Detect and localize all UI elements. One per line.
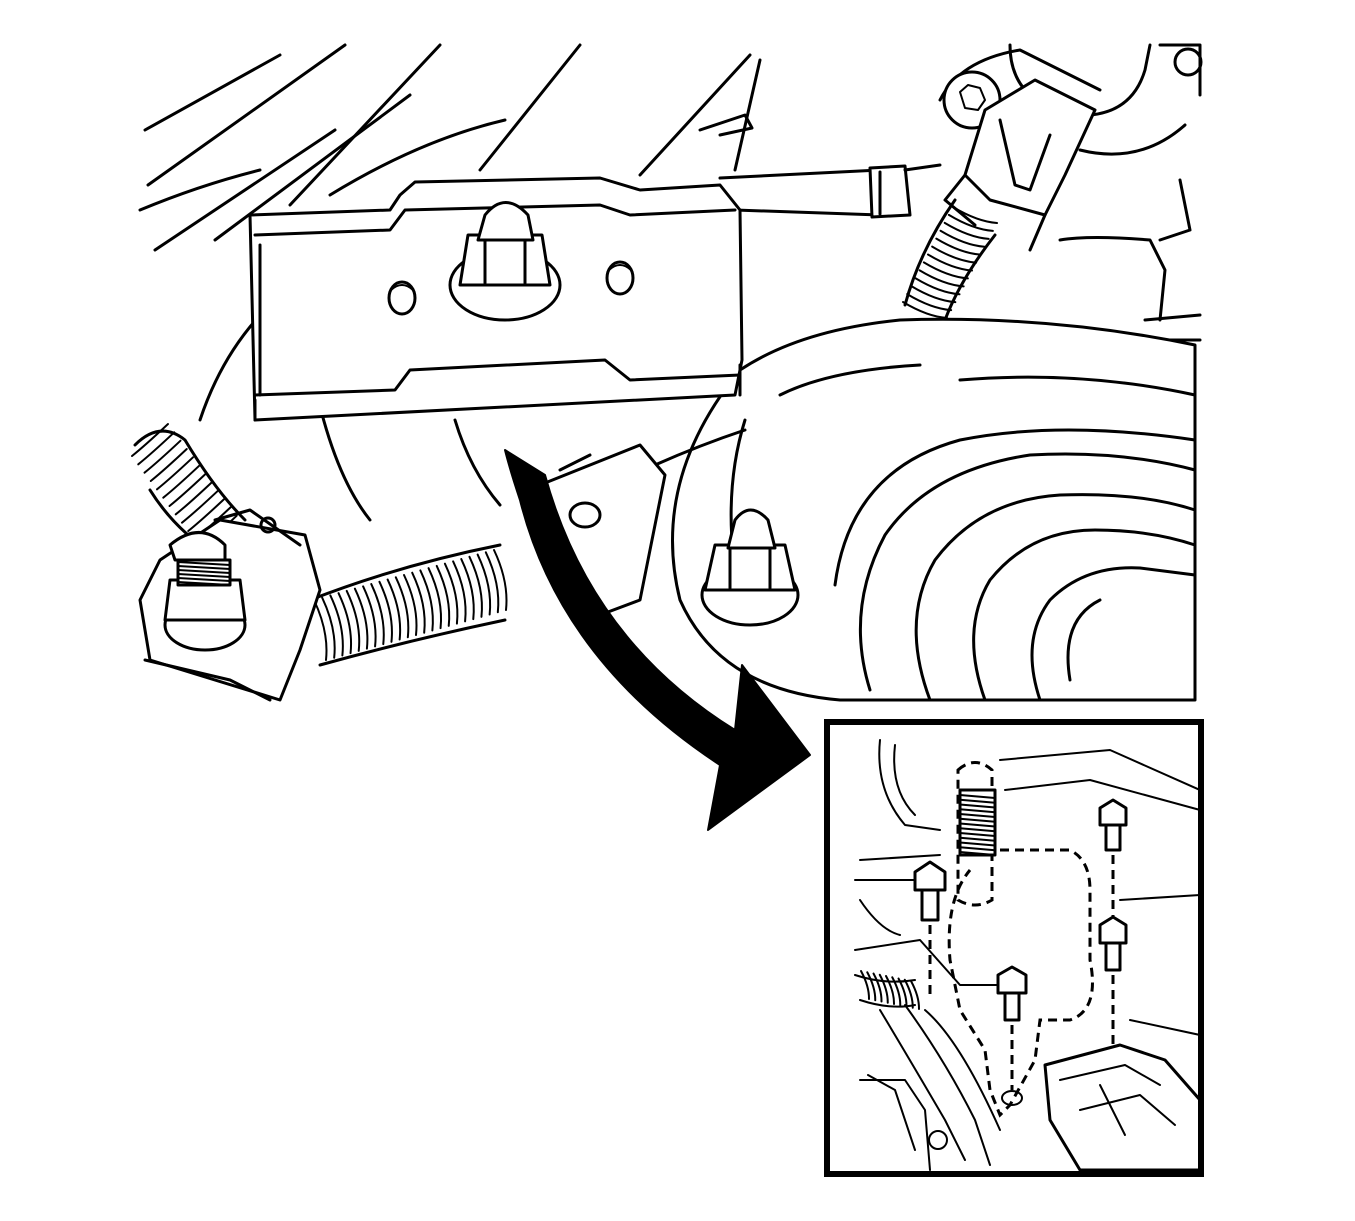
thread-line bbox=[959, 794, 996, 799]
corrugation-rib bbox=[362, 585, 377, 648]
upper-right-assembly bbox=[938, 43, 1203, 342]
corrugation-rib bbox=[866, 971, 877, 1002]
corrugation-rib bbox=[906, 293, 953, 312]
corrugation-rib bbox=[902, 301, 948, 319]
thread-line bbox=[177, 565, 231, 570]
corrugation-rib bbox=[181, 489, 219, 524]
corrugated-hose-lower bbox=[308, 543, 508, 667]
mount-bracket bbox=[248, 176, 744, 422]
left-stud-block bbox=[138, 508, 322, 702]
bolt-top-right bbox=[1098, 798, 1128, 920]
corrugation-rib bbox=[872, 972, 883, 1003]
thread-line bbox=[959, 846, 996, 852]
corrugation-rib bbox=[386, 578, 402, 641]
corrugation-rib bbox=[918, 269, 965, 288]
corrugation-rib bbox=[897, 977, 908, 1008]
corrugation-rib bbox=[321, 596, 336, 659]
corrugation-rib bbox=[162, 464, 201, 499]
corrugation-rib bbox=[443, 562, 459, 625]
thread-line bbox=[177, 577, 231, 582]
corrugation-rib bbox=[427, 567, 443, 630]
corrugation-rib bbox=[174, 481, 213, 516]
corrugation-rib bbox=[891, 976, 902, 1007]
corrugation-rib bbox=[468, 555, 483, 618]
corrugation-rib bbox=[313, 599, 328, 661]
round-housing bbox=[653, 317, 1197, 702]
corrugation-rib bbox=[403, 574, 418, 636]
corrugation-rib bbox=[411, 571, 426, 634]
corrugation-rib bbox=[903, 978, 914, 1009]
corrugation-rib bbox=[922, 261, 969, 280]
thread-line bbox=[177, 569, 231, 574]
thread-line bbox=[177, 561, 231, 566]
thread-line bbox=[959, 832, 996, 837]
thread-line bbox=[959, 822, 996, 828]
bolt-left bbox=[913, 860, 947, 1000]
corrugation-rib bbox=[168, 473, 207, 507]
detail-inset bbox=[824, 719, 1204, 1177]
bolt-center bbox=[996, 965, 1028, 1106]
corrugation-rib bbox=[914, 277, 961, 296]
corrugation-rib bbox=[476, 553, 492, 616]
thread-line bbox=[959, 798, 996, 804]
corrugation-rib bbox=[927, 253, 973, 272]
thread-line bbox=[177, 573, 231, 578]
corrugation-rib bbox=[156, 456, 194, 491]
thread-line bbox=[959, 813, 996, 818]
corrugation-rib bbox=[345, 589, 361, 652]
corrugation-rib bbox=[885, 975, 896, 1005]
thread-line bbox=[959, 851, 996, 856]
corrugation-rib bbox=[952, 206, 998, 224]
thread-line bbox=[959, 841, 996, 847]
corrugation-rib bbox=[394, 576, 410, 639]
corrugation-rib bbox=[353, 587, 369, 650]
thread-line bbox=[959, 803, 996, 809]
corrugated-hose-upper bbox=[902, 198, 998, 322]
corrugation-rib bbox=[943, 221, 990, 240]
corrugation-rib bbox=[460, 558, 475, 621]
corrugation-rib bbox=[370, 583, 385, 646]
corrugation-rib bbox=[137, 431, 176, 466]
corrugation-rib bbox=[931, 245, 978, 264]
corrugation-rib bbox=[484, 551, 500, 614]
corrugation-rib bbox=[131, 423, 169, 457]
thread-line bbox=[959, 808, 996, 814]
corrugation-rib bbox=[493, 549, 508, 611]
corrugation-rib bbox=[860, 970, 871, 1000]
corrugation-rib bbox=[452, 560, 467, 623]
shaft-tube bbox=[718, 163, 942, 219]
corrugation-rib bbox=[378, 580, 393, 643]
thread-line bbox=[959, 817, 996, 823]
corrugation-rib bbox=[419, 569, 434, 632]
corrugation-rib bbox=[187, 498, 226, 532]
corrugation-rib bbox=[910, 980, 921, 1010]
corrugation-rib bbox=[337, 592, 353, 655]
corrugation-rib bbox=[878, 973, 889, 1004]
corrugation-rib bbox=[939, 229, 986, 248]
hex-flange-nut-lower bbox=[700, 508, 800, 627]
corrugation-rib bbox=[143, 439, 182, 474]
bolt-right bbox=[1098, 915, 1128, 1050]
corrugation-rib bbox=[329, 594, 344, 657]
corrugation-rib bbox=[947, 213, 994, 232]
thread-line bbox=[959, 827, 996, 833]
corrugation-rib bbox=[910, 285, 957, 304]
thread-line bbox=[177, 581, 231, 586]
corrugation-rib bbox=[435, 564, 451, 627]
background-body-lines bbox=[138, 43, 762, 522]
corrugation-rib bbox=[149, 448, 188, 482]
corrugation-rib bbox=[935, 237, 982, 256]
thread-line bbox=[959, 836, 996, 842]
callout-arrow bbox=[504, 449, 811, 831]
